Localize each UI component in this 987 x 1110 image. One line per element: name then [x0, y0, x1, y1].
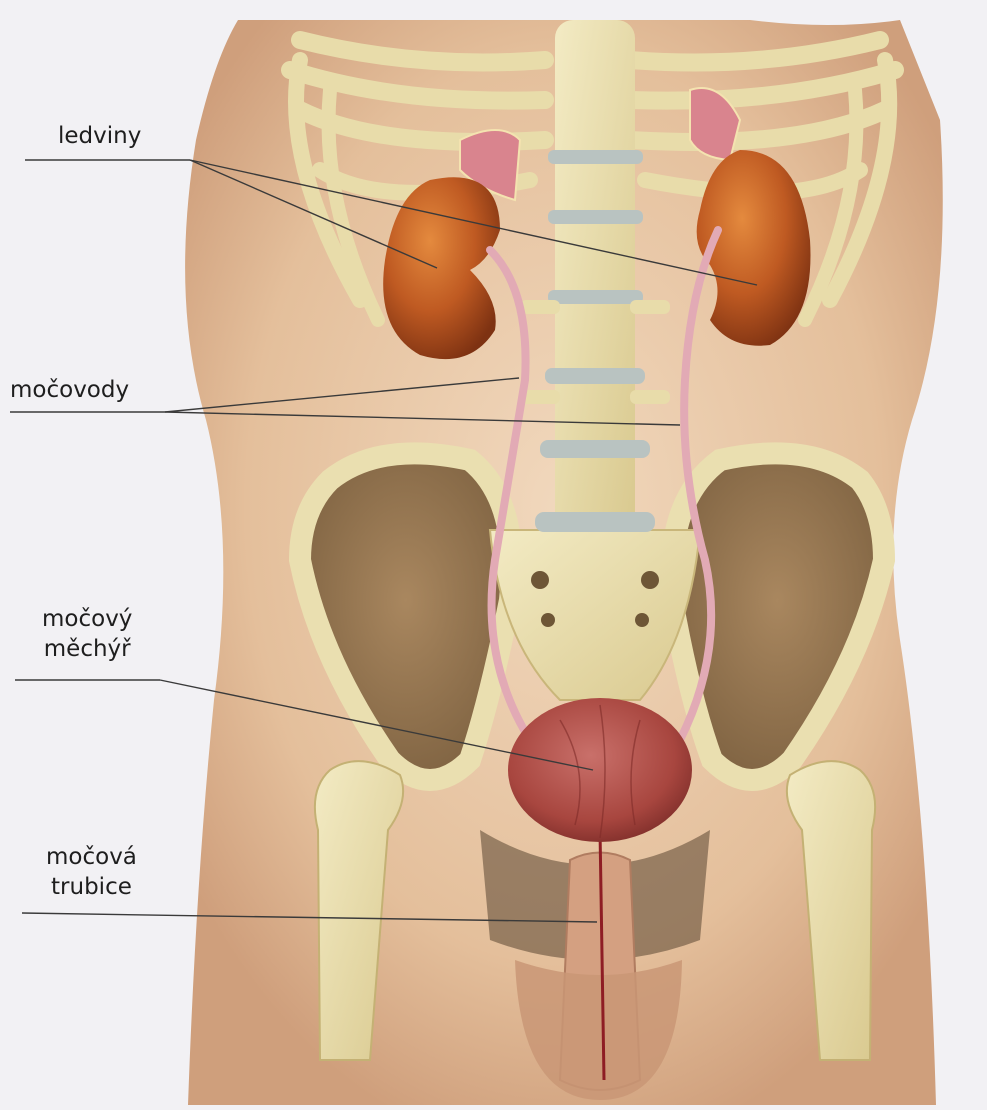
- urethra-label-line1: močová: [46, 842, 137, 872]
- kidneys-label: ledviny: [58, 121, 141, 151]
- bladder-label-line1: močový: [42, 604, 132, 634]
- bladder-label-line2: měchýř: [42, 634, 132, 664]
- bladder-label: močový měchýř: [42, 604, 132, 664]
- bladder: [508, 698, 692, 842]
- ureters-label-text: močovody: [10, 375, 129, 405]
- ureters-label: močovody: [10, 375, 129, 405]
- kidneys-label-text: ledviny: [58, 121, 141, 151]
- urethra-label-line2: trubice: [46, 872, 137, 902]
- urethra-label: močová trubice: [46, 842, 137, 902]
